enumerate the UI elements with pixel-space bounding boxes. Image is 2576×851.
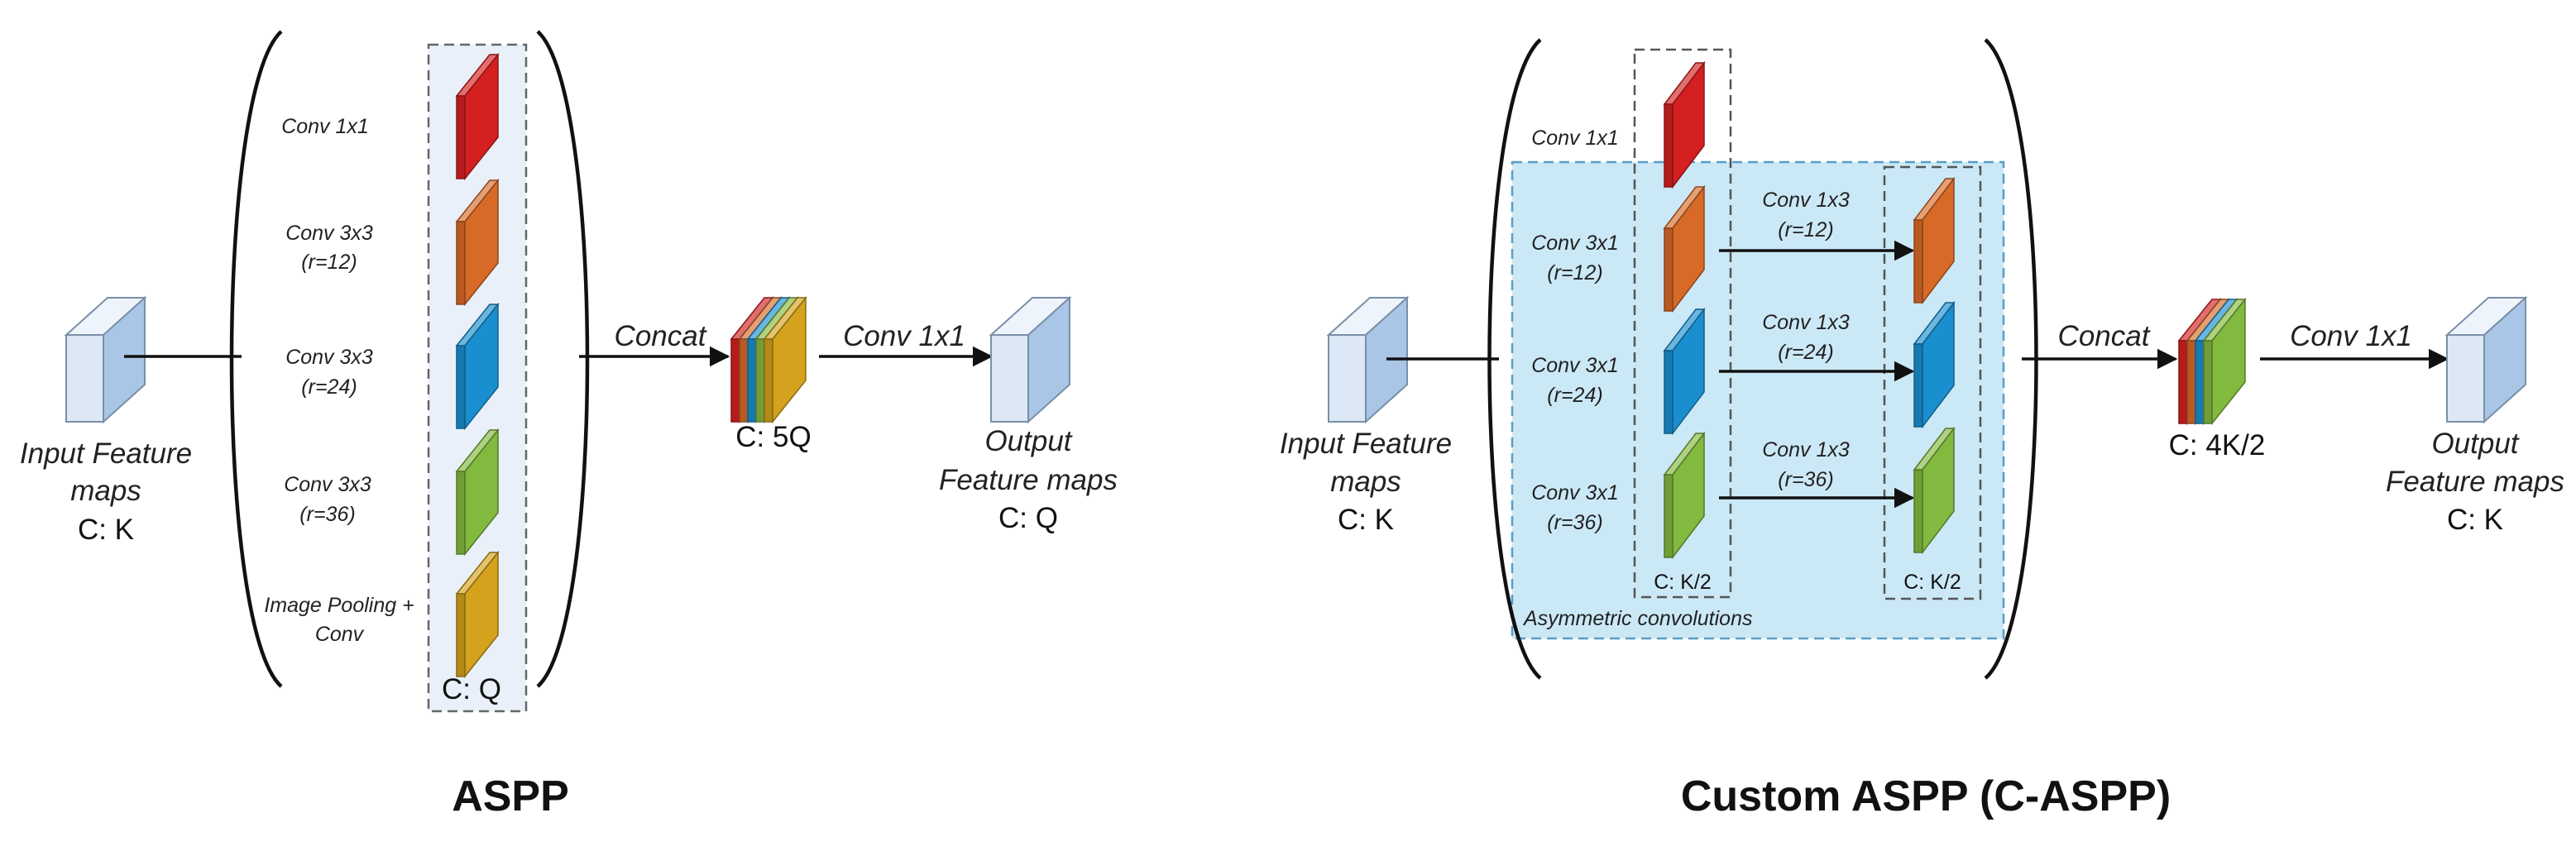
aspp-branch-slab-3 [455, 302, 500, 431]
aspp-branch-channels: C: Q [442, 673, 501, 705]
aspp-concat-channels: C: 5Q [735, 421, 811, 453]
caspp-stage2-label-3b: (r=36) [1778, 468, 1833, 491]
aspp-concat-stack [730, 295, 807, 424]
caspp-branch-label-3a: Conv 3x1 [1531, 354, 1619, 377]
caspp-first-column-box [1633, 48, 1732, 599]
caspp-conv-label: Conv 1x1 [2290, 320, 2412, 352]
aspp-right-bracket [536, 30, 590, 688]
aspp-branch-label-2a: Conv 3x3 [285, 222, 373, 245]
caspp-output-channels: C: K [2447, 504, 2503, 536]
caspp-concat-channels: C: 4K/2 [2169, 429, 2266, 461]
caspp-branch-slab-2 [1663, 184, 1706, 313]
aspp-left-bracket [229, 30, 283, 688]
caspp-input-label-2: maps [1330, 466, 1401, 498]
aspp-branch-label-5b: Conv [315, 623, 365, 646]
caspp-output-cube [2444, 295, 2528, 424]
aspp-branch-label-3a: Conv 3x3 [285, 346, 373, 369]
aspp-concat-label: Concat [615, 320, 707, 352]
caspp-output-label-1: Output [2431, 428, 2519, 460]
aspp-branch-slab-2 [455, 178, 500, 307]
caspp-stage2-label-2b: (r=24) [1778, 341, 1833, 364]
caspp-concat-stack [2177, 297, 2247, 426]
caspp-branch-label-1: Conv 1x1 [1531, 127, 1619, 150]
caspp-stage2-label-1a: Conv 1x3 [1762, 189, 1850, 212]
aspp-branch-label-4a: Conv 3x3 [284, 473, 371, 496]
aspp-input-cube [64, 295, 147, 424]
aspp-output-label-1: Output [984, 425, 1072, 457]
caspp-branch-slab-4 [1663, 431, 1706, 560]
caspp-asym-label: Asymmetric convolutions [1522, 607, 1752, 630]
aspp-branch-slab-1 [455, 52, 500, 181]
aspp-output-label-2: Feature maps [939, 464, 1118, 496]
aspp-concat-slab-5 [763, 295, 807, 424]
caspp-title: Custom ASPP (C-ASPP) [1681, 772, 2171, 820]
caspp-branch-label-4a: Conv 3x1 [1531, 481, 1619, 504]
aspp-branch-slab-5 [455, 550, 500, 679]
caspp-stage2-label-2a: Conv 1x3 [1762, 311, 1850, 334]
caspp-concat-label: Concat [2058, 320, 2151, 352]
aspp-branch-label-2b: (r=12) [301, 251, 357, 274]
caspp-branch-slabs [1663, 60, 1956, 560]
aspp-branch-label-5a: Image Pooling + [264, 594, 414, 617]
aspp-input-label-1: Input Feature [20, 437, 192, 470]
caspp-branch-slab-3 [1663, 307, 1706, 436]
caspp-input-channels: C: K [1338, 504, 1394, 536]
aspp-branch-slab-4 [455, 428, 500, 557]
caspp-second-channels: C: K/2 [1903, 571, 1961, 594]
caspp-first-channels: C: K/2 [1654, 571, 1711, 594]
caspp-second-column-box [1883, 165, 1982, 600]
caspp-branch-label-2a: Conv 3x1 [1531, 232, 1619, 255]
caspp-stage2-slab-1 [1913, 176, 1956, 305]
aspp-conv-label: Conv 1x1 [843, 320, 965, 352]
aspp-branch-label-4b: (r=36) [299, 503, 355, 526]
caspp-branch-label-4b: (r=36) [1547, 511, 1602, 534]
aspp-output-channels: C: Q [998, 502, 1058, 534]
aspp-branch-label-3b: (r=24) [301, 375, 357, 399]
caspp-branch-label-2b: (r=12) [1547, 261, 1602, 284]
aspp-input-label-2: maps [70, 475, 141, 507]
caspp-section: Asymmetric convolutions Input Feature ma… [1280, 38, 2564, 820]
aspp-section: Input Feature maps C: K Conv 1x1 Conv 3x… [20, 30, 1118, 820]
caspp-input-label-1: Input Feature [1280, 428, 1452, 460]
caspp-stage2-label-1b: (r=12) [1778, 218, 1833, 241]
aspp-branch-label-1: Conv 1x1 [281, 115, 369, 138]
caspp-concat-slab-4 [2202, 297, 2247, 426]
caspp-stage2-slab-3 [1913, 426, 1956, 555]
aspp-branch-slabs [455, 52, 500, 679]
caspp-branch-label-3b: (r=24) [1547, 384, 1602, 407]
aspp-output-cube [989, 295, 1072, 424]
aspp-input-channels: C: K [78, 514, 134, 546]
caspp-stage2-slab-2 [1913, 300, 1956, 429]
caspp-branch-slab-1 [1663, 60, 1706, 189]
aspp-title: ASPP [452, 772, 569, 820]
caspp-output-label-2: Feature maps [2386, 466, 2564, 498]
caspp-stage2-label-3a: Conv 1x3 [1762, 438, 1850, 461]
